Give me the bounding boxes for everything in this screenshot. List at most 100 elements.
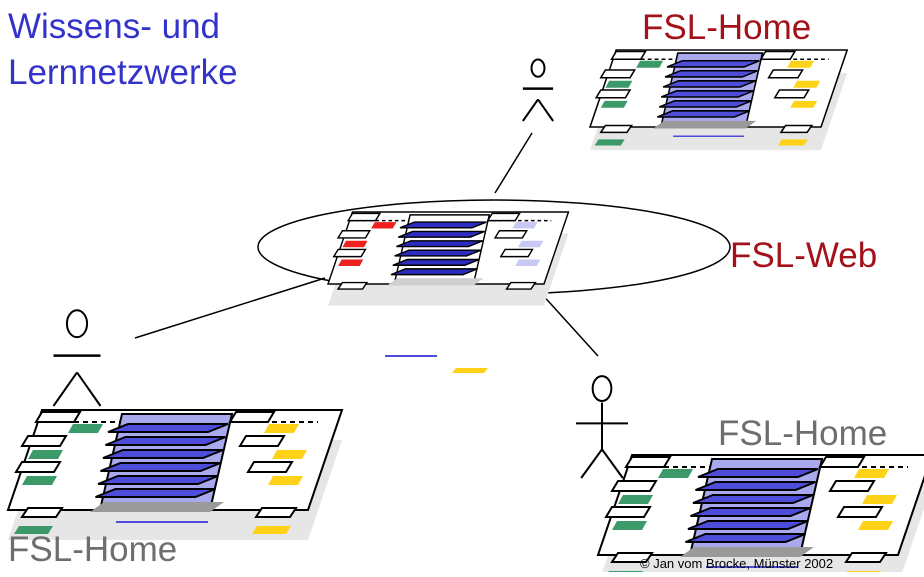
platform-accent-left	[22, 476, 57, 485]
platform-accent-left	[338, 259, 364, 266]
platform-center-base	[387, 278, 484, 286]
platform-slot	[493, 229, 528, 239]
platform-center-row	[394, 249, 482, 257]
platform-slot	[759, 50, 797, 61]
platform-slot	[610, 552, 654, 563]
platform-accent-left	[605, 80, 633, 88]
platform-accent-right	[862, 495, 897, 504]
platform-accent-left	[658, 469, 693, 478]
platform-center-row	[692, 494, 814, 504]
person-icon	[522, 58, 554, 122]
platform-center-row	[100, 462, 221, 472]
platform-center-row	[660, 90, 754, 98]
platform-accent-bottom	[252, 526, 291, 534]
platform-accent-left	[28, 450, 63, 459]
platform-slot	[246, 461, 294, 473]
person-leg	[52, 371, 78, 407]
page-platform-icon	[326, 211, 570, 306]
platform-center-row	[690, 507, 811, 517]
person-head	[530, 58, 546, 78]
platform-slot	[624, 456, 672, 468]
platform-slot	[767, 69, 804, 79]
slide-title: Wissens- und Lernnetzwerke	[8, 4, 238, 96]
platform-slot	[773, 89, 811, 99]
platform-accent-left	[371, 222, 397, 229]
platform-slot	[20, 507, 64, 518]
platform-center-row	[107, 423, 229, 433]
platform-accent-right	[268, 476, 303, 485]
platform-slot	[254, 507, 298, 518]
title-line-1: Wissens- und	[8, 7, 221, 46]
platform-slot	[828, 480, 876, 492]
platform-accent-right	[512, 222, 538, 229]
platform-center-row	[666, 60, 760, 68]
label-fsl-home-top: FSL-Home	[642, 8, 812, 47]
platform-slot	[486, 212, 521, 222]
platform-center-row	[396, 240, 484, 248]
platform-slot	[14, 461, 62, 473]
title-line-2: Lernnetzwerke	[8, 53, 238, 92]
platform-accent-left	[342, 240, 368, 248]
platform-slot	[818, 456, 866, 468]
platform-accent-right	[518, 240, 544, 248]
platform-center-row	[392, 258, 480, 266]
platform-accent-right	[787, 60, 815, 68]
platform-accent-left	[618, 495, 653, 504]
platform-center-row	[97, 475, 219, 485]
platform-center-row	[664, 70, 758, 78]
page-platform-icon	[588, 49, 849, 151]
platform-slot	[228, 411, 276, 423]
platform-center-row	[105, 436, 226, 446]
link-web-top	[494, 132, 533, 194]
person-leg	[580, 448, 603, 479]
platform-accent-right	[264, 424, 299, 433]
platform-center-row	[102, 449, 224, 459]
platform-center-base	[680, 547, 814, 557]
platform-slot	[336, 281, 369, 290]
platform-center-row	[659, 100, 752, 108]
platform-slot	[779, 124, 814, 134]
platform-accent-right	[272, 450, 307, 459]
platform-slot	[34, 411, 82, 423]
platform-slot	[346, 212, 382, 222]
platform-accent-bottom	[594, 139, 625, 146]
platform-slot	[594, 89, 632, 99]
platform-center-row	[399, 221, 487, 229]
platform-slot	[505, 281, 537, 290]
yellow-dash	[452, 368, 488, 373]
person-head	[65, 309, 89, 339]
link-web-right	[539, 291, 599, 357]
platform-slot	[599, 69, 637, 79]
platform-accent-bottom	[14, 526, 53, 534]
platform-center-row	[390, 268, 478, 276]
platform-center-row	[697, 468, 819, 478]
platform-center-row	[95, 488, 216, 498]
label-fsl-home-left: FSL-Home	[8, 530, 178, 569]
person-leg	[76, 371, 102, 407]
platform-slot	[604, 506, 652, 518]
platform-center-row	[397, 230, 485, 238]
person-head	[591, 375, 613, 403]
person-leg	[522, 98, 539, 122]
platform-slot	[499, 248, 534, 258]
page-platform-icon	[6, 409, 344, 540]
platform-slot	[836, 506, 884, 518]
platform-slot	[599, 124, 634, 134]
platform-center-row	[687, 520, 809, 530]
platform-accent-right	[790, 100, 818, 108]
platform-center-row	[685, 533, 806, 543]
platform-accent-bottom	[777, 139, 808, 146]
person-icon	[576, 375, 628, 479]
label-fsl-web: FSL-Web	[730, 236, 878, 275]
platform-accent-left	[612, 521, 647, 530]
platform-center-base	[90, 502, 224, 512]
page-platform-icon	[596, 454, 924, 577]
platform-slot	[238, 435, 286, 447]
platform-accent-left	[600, 100, 628, 108]
platform-slot	[336, 229, 372, 239]
person-leg	[601, 448, 624, 479]
platform-center-row	[657, 110, 751, 118]
link-web-left	[134, 277, 326, 339]
